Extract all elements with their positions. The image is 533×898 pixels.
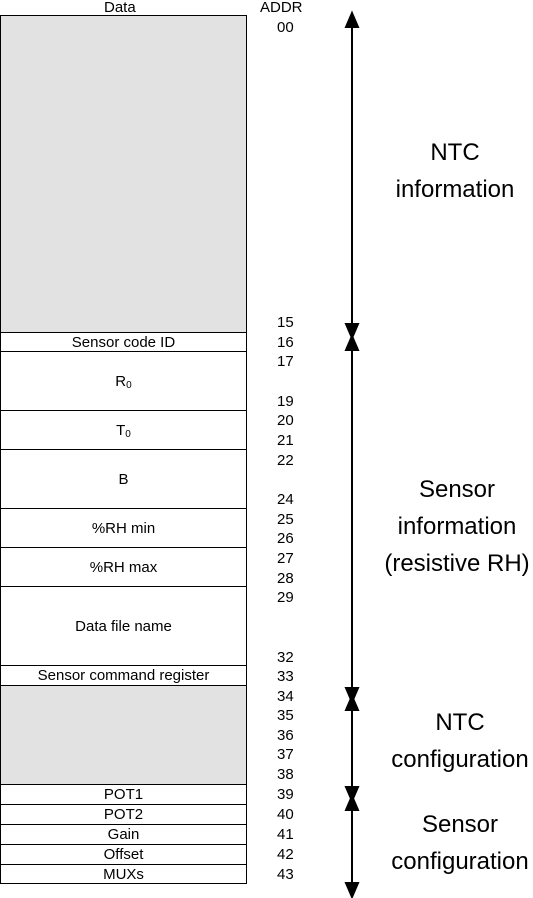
data-file-name-block: Data file name bbox=[0, 586, 247, 666]
addr-label: 15 bbox=[277, 314, 294, 331]
addr-label: 22 bbox=[277, 452, 294, 469]
addr-label: 40 bbox=[277, 806, 294, 823]
addr-label: 00 bbox=[277, 19, 294, 36]
ntc-information-block bbox=[0, 15, 247, 333]
addr-column-header: ADDR bbox=[260, 0, 303, 16]
arrowhead-up-icon bbox=[344, 793, 360, 811]
addr-label: 43 bbox=[277, 866, 294, 883]
sensor-information-label: Sensor information (resistive RH) bbox=[384, 476, 530, 577]
addr-label: 19 bbox=[277, 393, 294, 410]
addr-label: 24 bbox=[277, 491, 294, 508]
addr-label: 42 bbox=[277, 846, 294, 863]
arrowhead-up-icon bbox=[344, 10, 360, 28]
addr-label: 34 bbox=[277, 688, 294, 705]
addr-label: 26 bbox=[277, 530, 294, 547]
addr-label: 28 bbox=[277, 570, 294, 587]
arrowhead-down-icon bbox=[344, 323, 360, 341]
rh-min-block: %RH min bbox=[0, 508, 247, 548]
addr-label: 17 bbox=[277, 353, 294, 370]
addr-label: 35 bbox=[277, 707, 294, 724]
addr-label: 37 bbox=[277, 746, 294, 763]
addr-label: 27 bbox=[277, 550, 294, 567]
addr-label: 29 bbox=[277, 589, 294, 606]
addr-label: 36 bbox=[277, 727, 294, 744]
ntc-configuration-block bbox=[0, 685, 247, 785]
arrowhead-up-icon bbox=[344, 693, 360, 711]
addr-label: 41 bbox=[277, 826, 294, 843]
arrowhead-down-icon bbox=[344, 882, 360, 898]
addr-label: 25 bbox=[277, 511, 294, 528]
sensor-configuration-label: Sensor configuration bbox=[391, 811, 529, 875]
addr-label: 20 bbox=[277, 412, 294, 429]
muxs-block: MUXs bbox=[0, 864, 247, 884]
rh-max-block: %RH max bbox=[0, 547, 247, 587]
addr-label: 33 bbox=[277, 668, 294, 685]
ntc-information-label: NTC information bbox=[395, 139, 515, 203]
addr-label: 39 bbox=[277, 786, 294, 803]
offset-block: Offset bbox=[0, 844, 247, 865]
addr-label: 32 bbox=[277, 649, 294, 666]
ntc-configuration-label: NTC configuration bbox=[391, 709, 529, 773]
addr-label: 38 bbox=[277, 766, 294, 783]
data-column-header: Data bbox=[104, 0, 136, 16]
addr-label: 21 bbox=[277, 432, 294, 449]
addr-label: 16 bbox=[277, 334, 294, 351]
arrowhead-up-icon bbox=[344, 333, 360, 351]
